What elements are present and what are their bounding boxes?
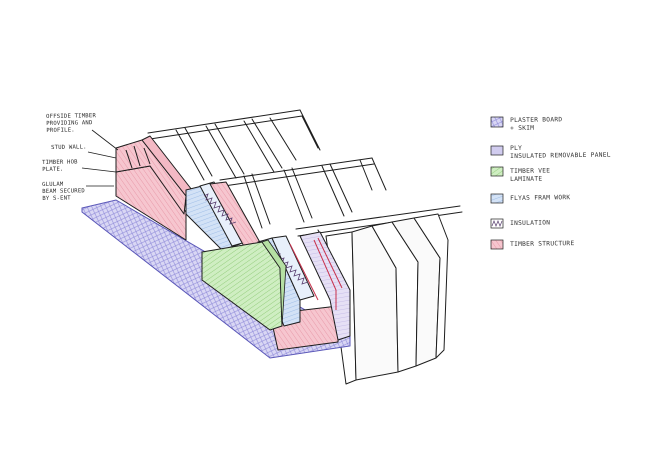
legend-swatches bbox=[490, 116, 504, 250]
legend-line: TIMBER STRUCTURE bbox=[510, 240, 575, 248]
flyer-frame-swatch-icon bbox=[490, 193, 504, 204]
callout-stud-wall: STUD WALL. bbox=[51, 144, 87, 152]
insulated-removable-panel bbox=[299, 231, 351, 341]
callout-timber-hob-plate: TIMBER HOB PLATE. bbox=[42, 159, 78, 174]
callout-leaders bbox=[81, 129, 119, 187]
plasterboard-swatch-icon bbox=[490, 116, 504, 128]
callout-line: BY S-ENT bbox=[42, 195, 71, 202]
legend-item-insulation: INSULATION bbox=[510, 219, 550, 228]
callout-line: PLATE. bbox=[42, 166, 64, 173]
timber-structure-accent bbox=[289, 237, 343, 310]
legend-item-flyer-frame: FLYAS FRAM WORK bbox=[510, 194, 570, 203]
callout-line: STUD WALL. bbox=[51, 144, 87, 151]
legend-line: LAMINATE bbox=[510, 175, 543, 183]
legend-line: + SKIM bbox=[510, 124, 535, 132]
legend-item-ply: PLY INSULATED REMOVABLE PANEL bbox=[510, 144, 611, 161]
legend-line: PLASTER BOARD bbox=[510, 116, 563, 124]
callout-line: PROFILE. bbox=[46, 127, 75, 134]
timber-veneer-swatch-icon bbox=[490, 166, 504, 177]
legend-item-timber-veneer: TIMBER VEE LAMINATE bbox=[510, 167, 550, 184]
callout-offside-timber: OFFSIDE TIMBER PROVIDING AND PROFILE. bbox=[46, 113, 96, 135]
timber-structure-swatch-icon bbox=[490, 239, 504, 250]
legend-line: TIMBER VEE bbox=[510, 167, 551, 175]
timber-veneer-edge bbox=[261, 239, 287, 327]
legend-line: FLYAS FRAM WORK bbox=[510, 194, 571, 202]
legend-item-timber-structure: TIMBER STRUCTURE bbox=[510, 240, 575, 249]
ply-swatch-icon bbox=[490, 145, 504, 156]
legend-line: INSULATED REMOVABLE PANEL bbox=[510, 151, 611, 160]
legend-line: INSULATION bbox=[510, 219, 551, 227]
callout-glulam-beam: GLULAM BEAM SECURED BY S-ENT bbox=[42, 181, 85, 203]
legend-item-plasterboard: PLASTER BOARD + SKIM bbox=[510, 116, 563, 133]
